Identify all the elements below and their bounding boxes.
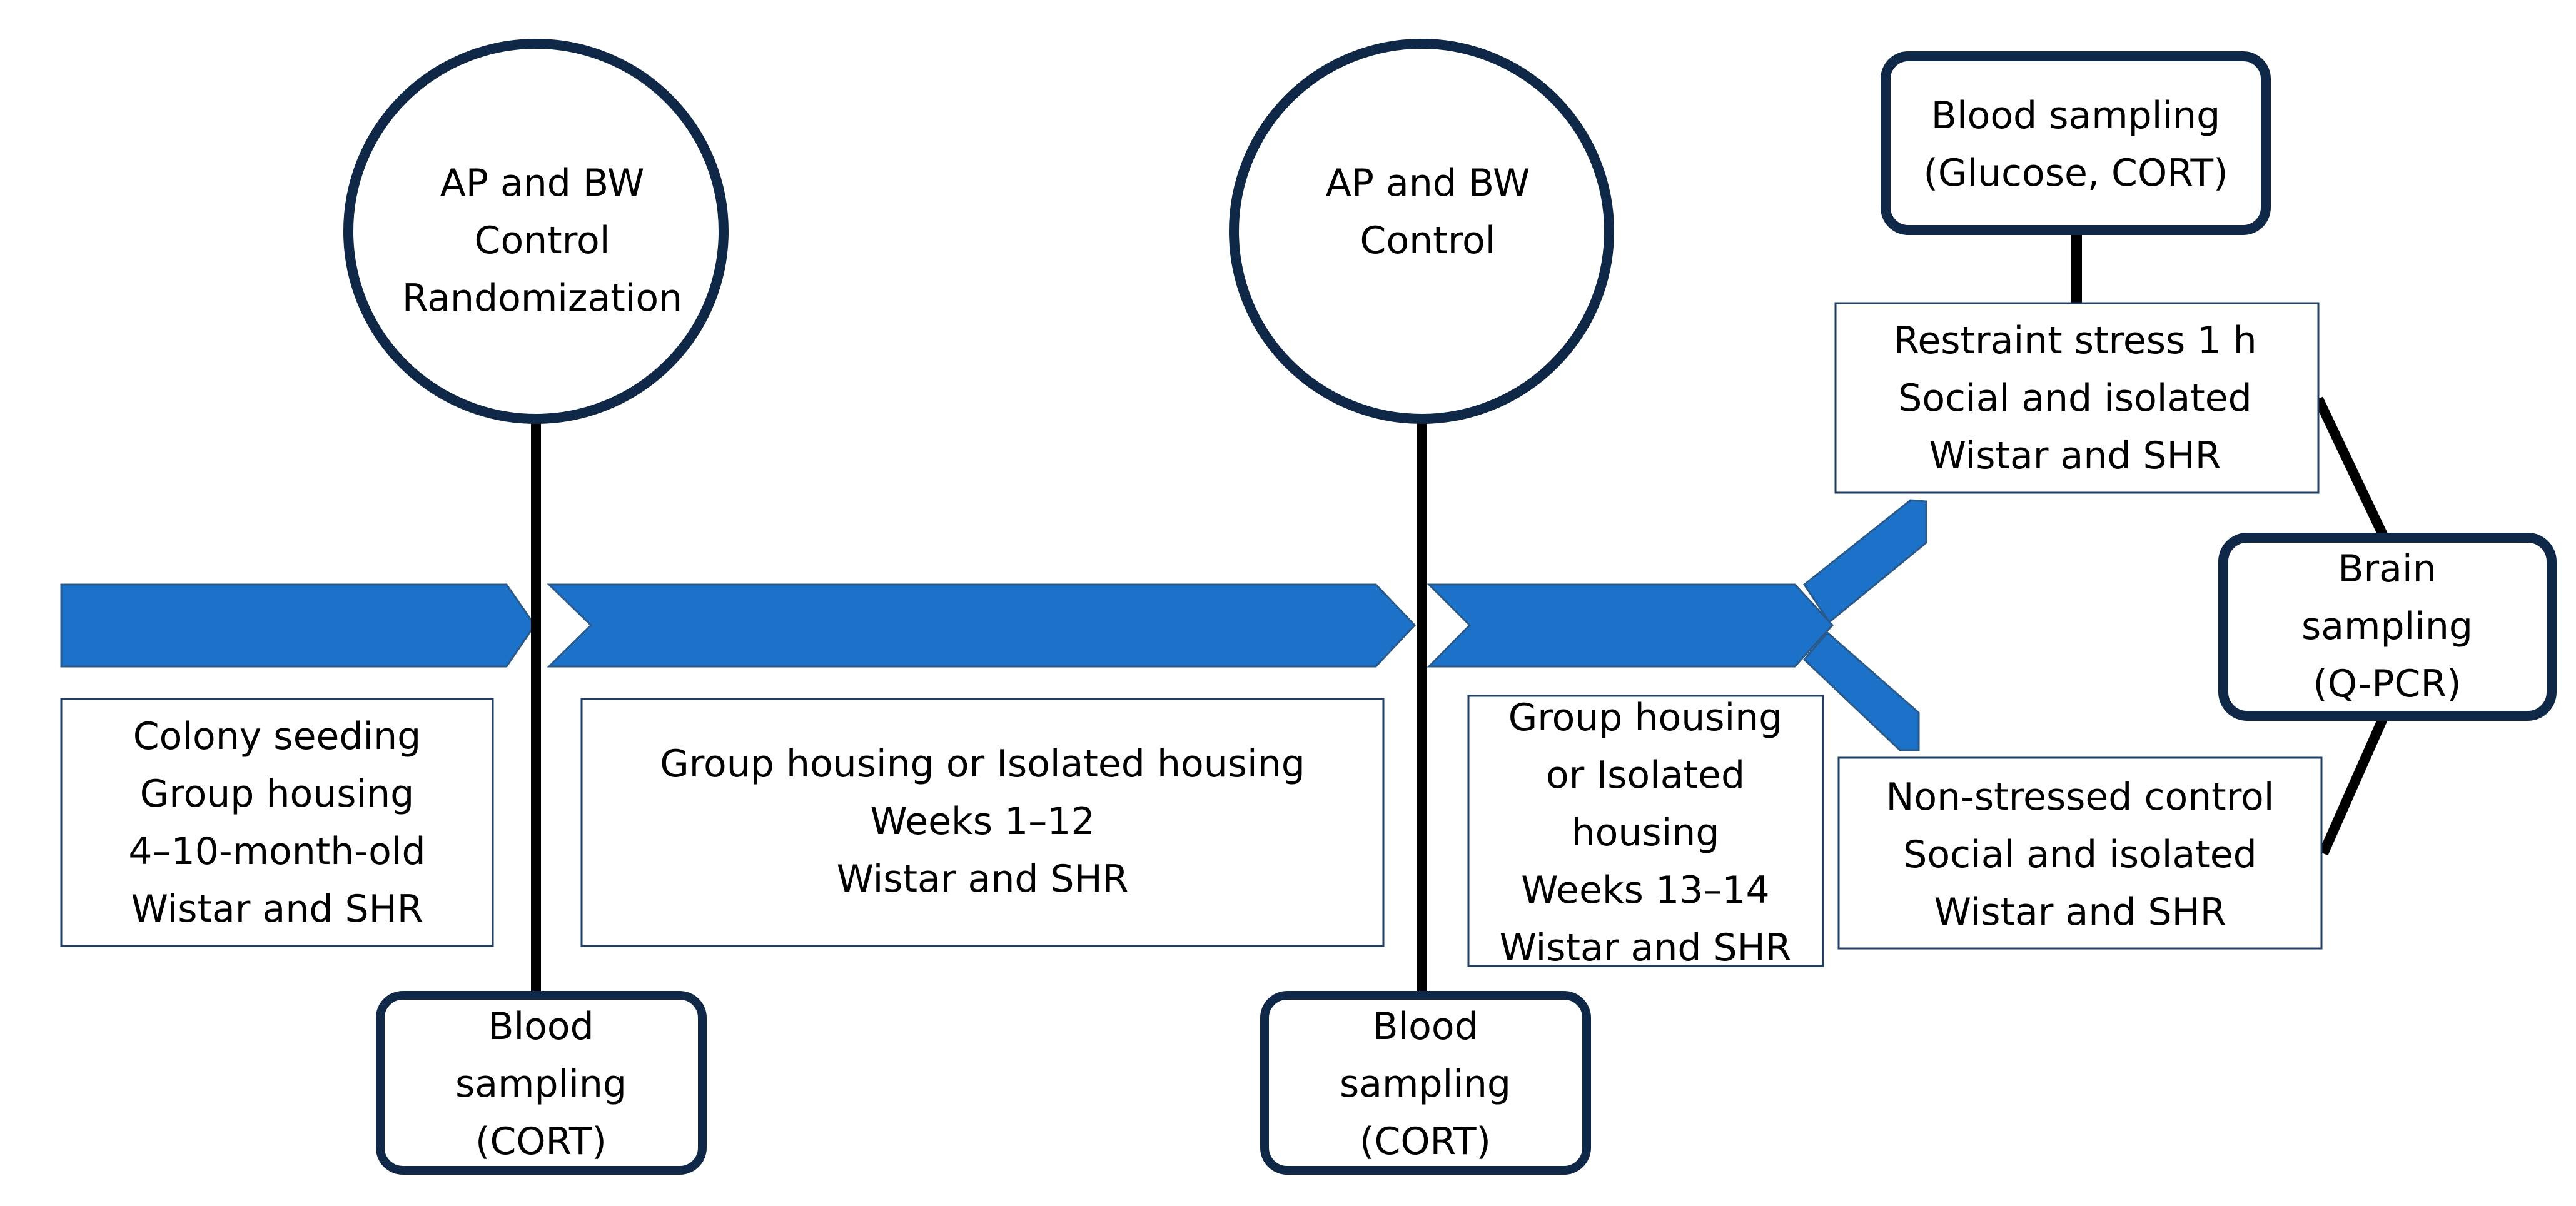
phase-1-label-box bbox=[60, 698, 494, 947]
checkpoint-2-circle-label-line: Control bbox=[1360, 219, 1496, 263]
phase-2-label-line: Group housing or Isolated housing bbox=[660, 742, 1305, 786]
checkpoint-2-sampling-box bbox=[1260, 991, 1591, 1175]
control-branch-label-line: Social and isolated bbox=[1903, 833, 2257, 877]
phase-3-arrow bbox=[1427, 583, 1834, 668]
stress-to-brain-connector bbox=[2313, 396, 2388, 537]
phase-1-label-line: Colony seeding bbox=[133, 715, 422, 758]
phase-1-arrow bbox=[60, 583, 536, 668]
checkpoint-1-sampling-label-line: Blood bbox=[488, 1005, 593, 1048]
control-branch-label-line: Non-stressed control bbox=[1886, 775, 2275, 819]
stress-sampling-label-line: Blood sampling bbox=[1931, 94, 2220, 138]
checkpoint-1-sampling-label-line: sampling bbox=[455, 1062, 627, 1106]
phase-2-arrow bbox=[547, 583, 1417, 668]
phase-3-label-line: Weeks 13–14 bbox=[1521, 868, 1769, 912]
stress-sampling-box bbox=[1881, 51, 2271, 235]
phase-3-label-line: or Isolated bbox=[1546, 753, 1745, 797]
checkpoint-2-sampling-label-line: Blood bbox=[1372, 1005, 1478, 1048]
brain-sampling-label-line: sampling bbox=[2301, 605, 2473, 648]
phase-3-label-box bbox=[1467, 695, 1824, 967]
brain-sampling-box bbox=[2218, 533, 2557, 721]
brain-sampling-label: Brain sampling (Q-PCR) bbox=[2301, 547, 2473, 706]
checkpoint-2-circle bbox=[1229, 39, 1614, 424]
phase-1-label-line: Group housing bbox=[140, 772, 415, 816]
phase-3-label-line: Group housing bbox=[1508, 696, 1783, 740]
stress-branch-label-line: Wistar and SHR bbox=[1929, 434, 2221, 478]
phase-1-label-line: 4–10-month-old bbox=[128, 830, 425, 873]
stress-branch-arrow bbox=[1802, 499, 1927, 624]
stress-branch-label-line: Social and isolated bbox=[1898, 376, 2252, 420]
stress-branch-label-line: Restraint stress 1 h bbox=[1893, 319, 2256, 363]
checkpoint-1-sampling-label-line: (CORT) bbox=[475, 1120, 607, 1163]
checkpoint-1-circle-label-line: Control bbox=[475, 219, 610, 263]
phase-2-label-box bbox=[580, 698, 1385, 947]
checkpoint-2-sampling-label-line: sampling bbox=[1340, 1062, 1511, 1106]
checkpoint-2-sampling-label-line: (CORT) bbox=[1360, 1120, 1491, 1163]
control-branch-label-line: Wistar and SHR bbox=[1934, 890, 2226, 934]
control-branch-label-box bbox=[1837, 756, 2323, 950]
checkpoint-2-circle-label-line: AP and BW bbox=[1326, 161, 1530, 205]
brain-sampling-label-line: Brain bbox=[2338, 547, 2436, 591]
checkpoint-1-circle bbox=[343, 39, 729, 424]
brain-sampling-label-line: (Q-PCR) bbox=[2313, 662, 2461, 706]
checkpoint-1-sampling-label: Blood sampling (CORT) bbox=[455, 1005, 627, 1163]
phase-2-label-line: Wistar and SHR bbox=[837, 857, 1129, 901]
checkpoint-1-sampling-box bbox=[376, 991, 707, 1175]
phase-3-label-line: Wistar and SHR bbox=[1500, 926, 1792, 970]
phase-1-label-line: Wistar and SHR bbox=[131, 887, 423, 931]
phase-2-label-line: Weeks 1–12 bbox=[870, 800, 1094, 843]
stress-sampling-label: Blood sampling (Glucose, CORT) bbox=[1923, 94, 2228, 195]
checkpoint-1-circle-label-line: AP and BW bbox=[440, 161, 645, 205]
phase-3-label-line: housing bbox=[1572, 811, 1720, 855]
checkpoint-1-circle-label-line: Randomization bbox=[402, 276, 682, 320]
control-branch-arrow bbox=[1802, 631, 1920, 751]
control-to-brain-connector bbox=[2318, 716, 2388, 856]
stress-sampling-label-line: (Glucose, CORT) bbox=[1923, 151, 2228, 195]
checkpoint-2-sampling-label: Blood sampling (CORT) bbox=[1340, 1005, 1511, 1163]
stress-branch-label-box bbox=[1834, 302, 2320, 494]
checkpoint-2-circle-label: AP and BW Control bbox=[1326, 161, 1530, 263]
